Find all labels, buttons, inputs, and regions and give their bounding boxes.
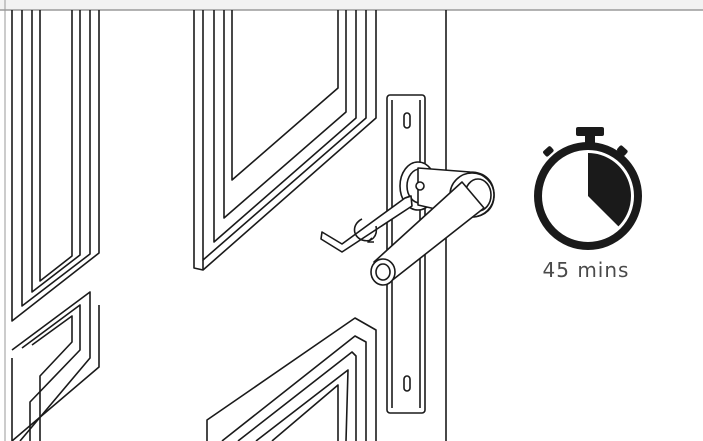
stopwatch-icon	[534, 127, 642, 250]
panel-moulding-upper-middle	[193, 10, 377, 271]
lever-handle-icon	[370, 94, 495, 414]
panel-moulding-lower-left	[11, 291, 100, 441]
timer-elapsed-wedge	[588, 153, 631, 227]
panel-moulding-upper-left	[11, 10, 100, 322]
panel-moulding-lower-middle	[206, 317, 377, 441]
allen-key-icon	[320, 195, 413, 253]
duration-label: 45 mins	[542, 258, 630, 282]
